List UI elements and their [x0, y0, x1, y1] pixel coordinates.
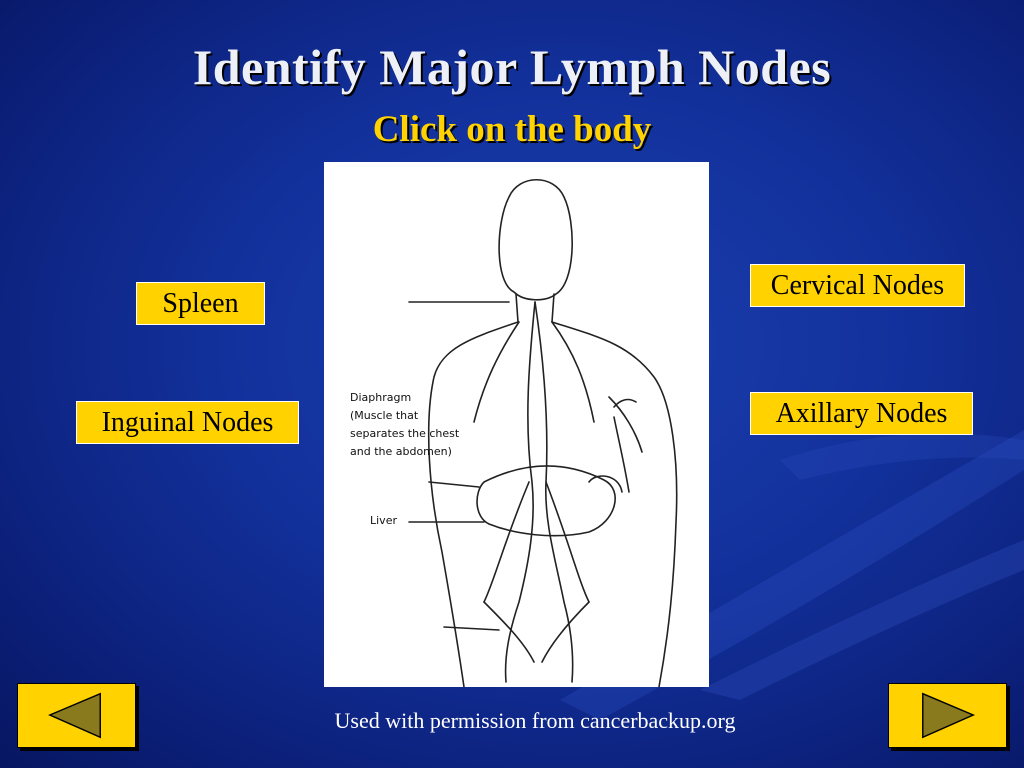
diaphragm-label-line-3: separates the chest: [350, 427, 460, 440]
spleen-button[interactable]: Spleen: [136, 282, 265, 325]
diaphragm-label: Diaphragm (Muscle that separates the che…: [350, 391, 460, 458]
credit-text: Used with permission from cancerbackup.o…: [334, 708, 736, 733]
diaphragm-label-line-4: and the abdomen): [350, 445, 452, 458]
lymph-body-outline-illustration[interactable]: Diaphragm (Muscle that separates the che…: [324, 162, 709, 687]
diaphragm-label-line-1: Diaphragm: [350, 391, 411, 404]
diaphragm-label-line-2: (Muscle that: [350, 409, 419, 422]
previous-slide-button[interactable]: [17, 683, 136, 748]
axillary-nodes-button[interactable]: Axillary Nodes: [750, 392, 973, 435]
next-slide-button[interactable]: [888, 683, 1007, 748]
triangle-right-icon: [922, 692, 976, 739]
slide-title: Identify Major Lymph Nodes: [192, 39, 832, 95]
liver-label: Liver: [370, 514, 397, 527]
slide-subtitle: Click on the body: [372, 109, 652, 150]
cervical-nodes-button[interactable]: Cervical Nodes: [750, 264, 965, 307]
inguinal-nodes-button[interactable]: Inguinal Nodes: [76, 401, 299, 444]
body-diagram[interactable]: Diaphragm (Muscle that separates the che…: [324, 162, 709, 687]
triangle-left-icon: [48, 692, 101, 739]
